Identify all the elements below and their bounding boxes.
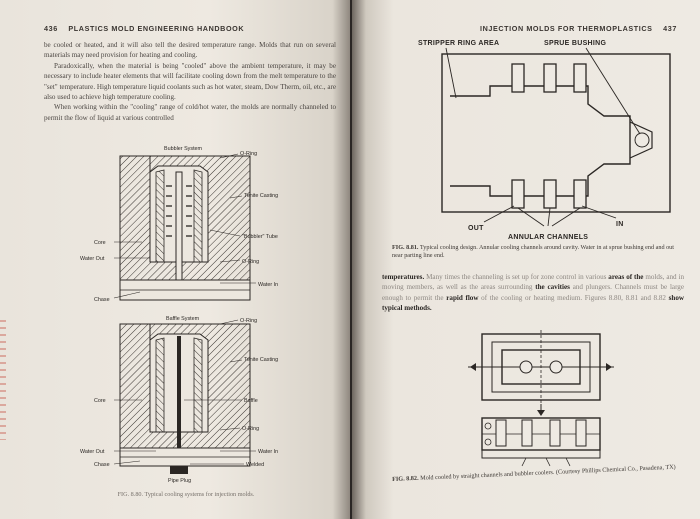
right-page: INJECTION MOLDS FOR THERMOPLASTICS 437 S…: [352, 0, 700, 519]
bubbler-tenite-label: Tenite Casting: [244, 193, 278, 199]
figure-882: [468, 330, 614, 467]
text-dark-5: show typical methods.: [382, 293, 685, 313]
bubbler-title: Bubbler System: [164, 146, 203, 152]
left-running-title: PLASTICS MOLD ENGINEERING HANDBOOK: [68, 24, 245, 33]
baffle-core-label: Core: [94, 398, 106, 404]
text-dark-2: areas of the: [608, 273, 644, 281]
text-light-4: of the cooling or heating medium. Figure…: [481, 293, 666, 302]
in-label: IN: [616, 221, 624, 228]
left-page: 436 PLASTICS MOLD ENGINEERING HANDBOOK b…: [0, 0, 350, 519]
right-paragraph: temperatures. Many times the channeling …: [382, 272, 684, 314]
figure-881-caption: FIG. 8.81. Typical cooling design. Annul…: [392, 244, 680, 260]
sprue-bushing-label: SPRUE BUSHING: [544, 40, 606, 47]
baffle-system-figure: Baffle System O-Ring Tenite Casting Core…: [80, 316, 278, 484]
baffle-chase-label: Chase: [94, 462, 110, 468]
text-light-2: molds, and in moving members, as well as…: [382, 273, 684, 292]
right-page-number: 437: [663, 24, 677, 33]
figure-882-number: FIG. 8.82.: [392, 474, 419, 483]
baffle-title: Baffle System: [166, 316, 200, 322]
bubbler-chase-label: Chase: [94, 297, 110, 303]
bubbler-oring-bottom-label: O-Ring: [242, 259, 259, 265]
bubbler-oring-top-label: O-Ring: [240, 151, 257, 157]
annular-channels-label: ANNULAR CHANNELS: [508, 234, 588, 241]
right-running-title: INJECTION MOLDS FOR THERMOPLASTICS: [480, 24, 653, 33]
right-body-text: temperatures. Many times the channeling …: [382, 272, 684, 314]
left-paragraph-3: When working within the "cooling" range …: [44, 103, 336, 122]
left-page-number: 436: [44, 24, 58, 33]
out-label: OUT: [468, 225, 484, 232]
baffle-oring-top-label: O-Ring: [240, 318, 257, 324]
baffle-pipe-plug-label: Pipe Plug: [168, 478, 191, 484]
figure-881-text: Typical cooling design. Annular cooling …: [392, 244, 674, 259]
left-body-text: be cooled or heated, and it will also te…: [44, 40, 336, 123]
right-running-head: INJECTION MOLDS FOR THERMOPLASTICS 437: [480, 24, 677, 33]
bubbler-water-out-label: Water Out: [80, 256, 105, 262]
bubbler-system-figure: Bubbler System: [80, 146, 278, 303]
text-dark-3: the cavities: [535, 283, 570, 292]
baffle-water-out-label: Water Out: [80, 449, 105, 455]
figure-880-caption: FIG. 8.80. Typical cooling systems for i…: [117, 491, 255, 498]
bubbler-core-label: Core: [94, 240, 106, 246]
text-light-1: Many times the channeling is set up for …: [426, 273, 607, 281]
bubbler-water-in-label: Water In: [258, 282, 278, 288]
bubbler-tube-label: "Bubbler" Tube: [242, 234, 278, 240]
page-edge-marks: [0, 320, 6, 440]
baffle-tenite-label: Tenite Casting: [244, 357, 278, 363]
figure-881-number: FIG. 8.81.: [392, 244, 419, 251]
baffle-welded-label: Welded: [246, 462, 264, 468]
left-running-head: 436 PLASTICS MOLD ENGINEERING HANDBOOK: [44, 24, 244, 33]
stripper-ring-label: STRIPPER RING AREA: [418, 40, 499, 47]
left-paragraph-2: Paradoxically, when the material is bein…: [44, 61, 336, 102]
text-dark-1: temperatures.: [382, 273, 425, 281]
baffle-oring-bottom-label: O-Ring: [242, 426, 259, 432]
text-light-3: and plungers. Channels must be large eno…: [382, 283, 684, 302]
figure-881: STRIPPER RING AREA SPRUE BUSHING OUT: [418, 40, 671, 241]
left-paragraph-1: be cooled or heated, and it will also te…: [44, 41, 336, 60]
text-dark-4: rapid flow: [446, 293, 479, 302]
baffle-baffle-label: Baffle: [244, 398, 258, 404]
baffle-water-in-label: Water In: [258, 449, 278, 455]
